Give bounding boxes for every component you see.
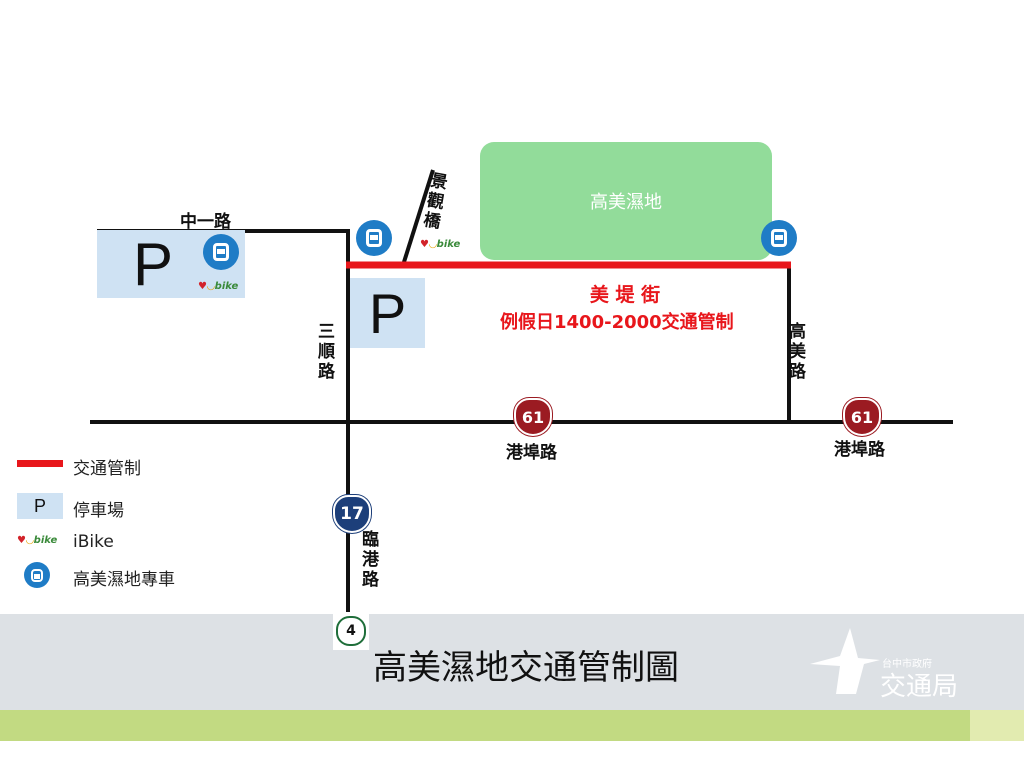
legend-label: 停車場 bbox=[73, 501, 124, 521]
legend-label: 高美濕地專車 bbox=[73, 570, 175, 590]
legend-label: 交通管制 bbox=[73, 459, 141, 479]
road-label-sanshun: 三順路 bbox=[318, 322, 335, 382]
road-label-zhongyi: 中一路 bbox=[180, 212, 231, 232]
bus-icon bbox=[203, 234, 239, 270]
wetland-area bbox=[480, 142, 772, 260]
street-label-meidi: 美 堤 街 bbox=[589, 284, 661, 306]
road-label-lingang: 臨港路 bbox=[362, 530, 379, 590]
bus-icon bbox=[761, 220, 797, 256]
wetland-label: 高美濕地 bbox=[590, 192, 662, 213]
route-61-shield: 61 bbox=[843, 398, 881, 436]
logo-city-text: 台中市政府 bbox=[882, 659, 932, 670]
road-label-gangbu: 港埠路 bbox=[506, 443, 557, 463]
legend-parking-icon: P bbox=[17, 493, 63, 519]
ibike-logo: ♥◡bike bbox=[420, 239, 461, 250]
road-jingguan-bridge bbox=[402, 169, 435, 263]
legend-label: iBike bbox=[73, 532, 114, 552]
route-61-shield: 61 bbox=[514, 398, 552, 436]
parking-symbol: P bbox=[133, 230, 174, 298]
transport-bureau-logo-icon bbox=[806, 626, 882, 696]
legend-ibike-icon: ♥◡bike bbox=[17, 535, 58, 546]
footer-green-bar bbox=[0, 710, 970, 741]
legend-red-line-icon bbox=[17, 460, 63, 467]
bus-icon bbox=[356, 220, 392, 256]
route-4-shield: 4 bbox=[333, 612, 369, 650]
road-label-gaomei: 高美路 bbox=[789, 322, 806, 382]
parking-symbol: P bbox=[368, 281, 407, 345]
map-title: 高美濕地交通管制圖 bbox=[373, 648, 679, 688]
traffic-control-note: 例假日1400-2000交通管制 bbox=[500, 312, 734, 333]
road-label-gangbu: 港埠路 bbox=[834, 440, 885, 460]
parking-lot-east: P bbox=[350, 278, 425, 348]
route-17-shield: 17 bbox=[333, 495, 371, 533]
route-4-number: 4 bbox=[336, 616, 366, 646]
legend-bus-icon bbox=[24, 562, 50, 588]
ibike-logo: ♥◡bike bbox=[198, 281, 239, 292]
logo-bureau-text: 交通局 bbox=[880, 672, 959, 702]
footer-green-bar-end bbox=[970, 710, 1024, 741]
